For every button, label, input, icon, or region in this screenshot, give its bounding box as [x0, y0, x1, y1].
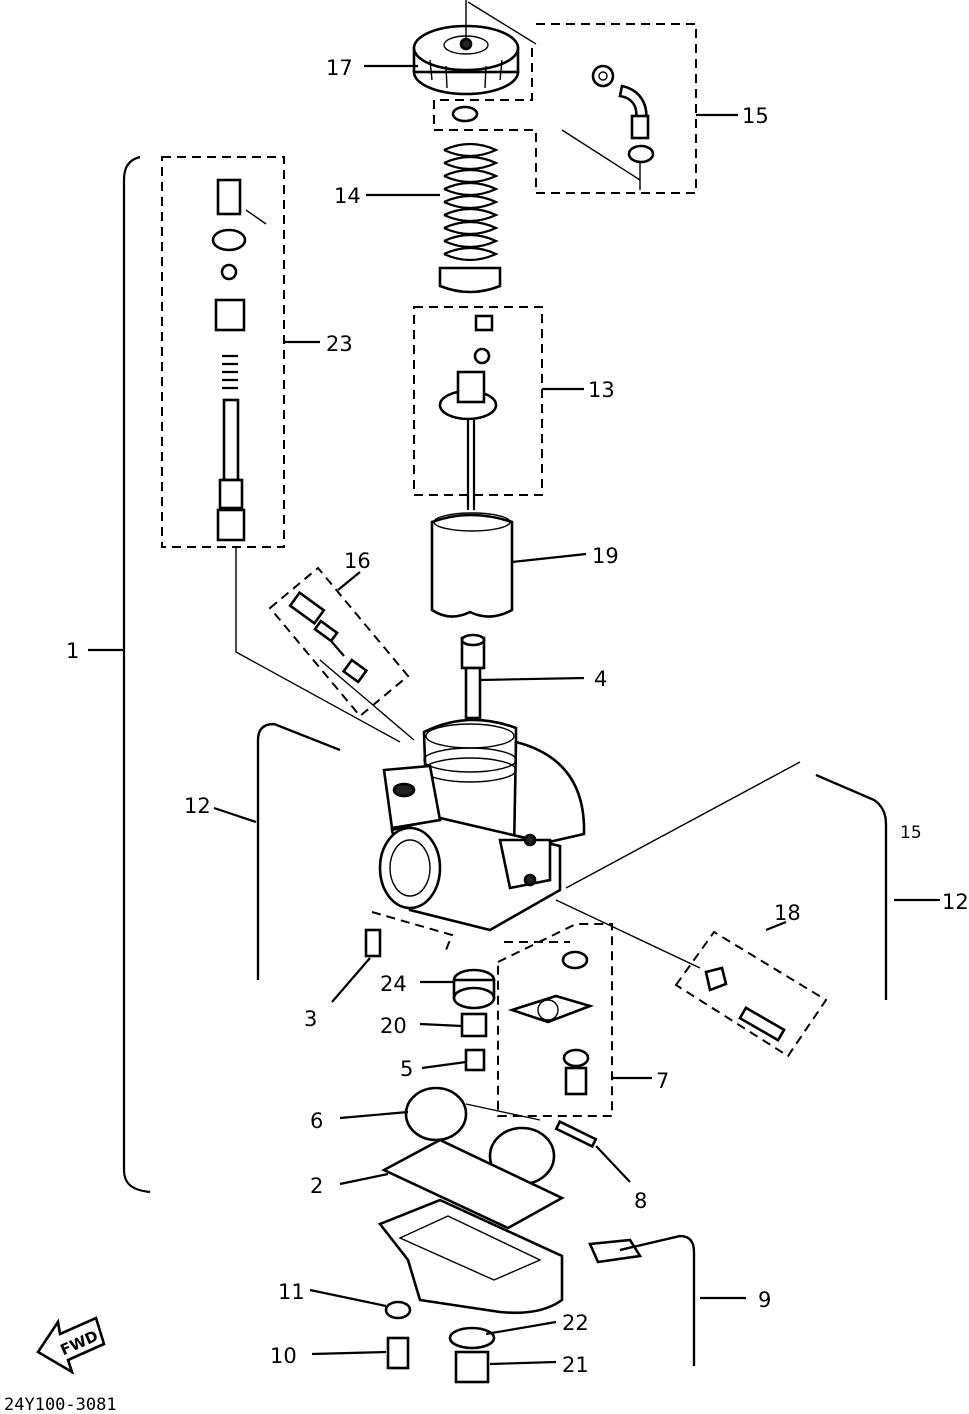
overflow-hose-part — [619, 1234, 696, 1366]
group-18-box — [674, 930, 828, 1058]
callout-3: 3 — [304, 1007, 317, 1031]
callout-18: 18 — [774, 901, 801, 925]
callout-9: 9 — [758, 1288, 771, 1312]
callout-5: 5 — [400, 1057, 413, 1081]
group-13-box — [413, 306, 543, 496]
left-hose-part — [256, 722, 341, 980]
main-jet-holder-part — [452, 968, 496, 1072]
callout-12-right: 12 — [942, 890, 969, 914]
callout-11: 11 — [278, 1280, 305, 1304]
right-hose-part — [565, 761, 888, 1000]
callout-20: 20 — [380, 1014, 407, 1038]
callout-13: 13 — [588, 378, 615, 402]
pilot-screw-part — [288, 590, 415, 741]
callout-10: 10 — [270, 1344, 297, 1368]
callout-2: 2 — [310, 1174, 323, 1198]
callout-23: 23 — [326, 332, 353, 356]
carburetor-body-part — [378, 718, 586, 932]
callout-16: 16 — [344, 549, 371, 573]
callout-24: 24 — [380, 972, 407, 996]
group-7-box — [497, 923, 613, 1117]
fwd-arrow-icon — [36, 1316, 106, 1375]
air-screw-part — [555, 899, 786, 1042]
leader-lines — [213, 64, 940, 1366]
diagram-code: 24Y100-3081 — [4, 1395, 117, 1414]
gasket-part — [381, 1138, 565, 1230]
float-bowl-part — [377, 1198, 643, 1315]
needle-jet-part — [460, 633, 486, 720]
float-valve-part — [507, 950, 595, 1096]
group-23-box — [161, 156, 285, 548]
callout-22: 22 — [562, 1311, 589, 1335]
group-16-box — [268, 566, 410, 718]
group-15-box — [433, 23, 697, 194]
drain-screw-part — [384, 1300, 496, 1384]
throttle-slide-part — [430, 512, 514, 618]
callout-4: 4 — [594, 667, 607, 691]
callout-7: 7 — [656, 1069, 669, 1093]
callout-15-top: 15 — [742, 104, 769, 128]
callout-14: 14 — [334, 184, 361, 208]
callout-1: 1 — [66, 639, 79, 663]
callout-21: 21 — [562, 1353, 589, 1377]
callout-12-left: 12 — [184, 794, 211, 818]
spring-part — [438, 142, 502, 294]
top-cap-part — [412, 0, 520, 123]
starter-plunger-part — [211, 178, 401, 743]
callout-17: 17 — [326, 56, 353, 80]
assembly-bracket — [122, 155, 151, 1194]
cable-adjuster-part — [467, 1, 655, 190]
group-24-box — [371, 911, 570, 956]
callout-8: 8 — [634, 1189, 647, 1213]
callout-6: 6 — [310, 1109, 323, 1133]
screw-3-part — [364, 928, 382, 958]
callout-19: 19 — [592, 544, 619, 568]
callout-15-right: 15 — [900, 823, 922, 843]
jet-needle-part — [438, 314, 498, 510]
